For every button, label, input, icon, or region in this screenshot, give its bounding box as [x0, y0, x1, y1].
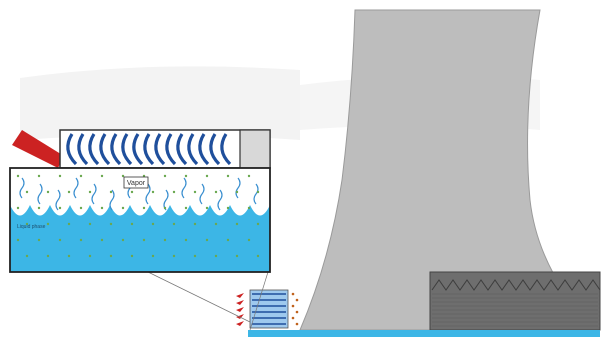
particle	[59, 239, 61, 241]
particle	[248, 239, 250, 241]
particle	[122, 207, 124, 209]
particle	[173, 191, 175, 193]
fan-housing-end	[240, 130, 270, 168]
spray-nozzle	[236, 321, 244, 326]
particle	[38, 207, 40, 209]
particle	[248, 207, 250, 209]
particle	[101, 175, 103, 177]
particle	[89, 223, 91, 225]
particle	[164, 239, 166, 241]
particle	[152, 255, 154, 257]
particle	[194, 191, 196, 193]
particle	[80, 207, 82, 209]
inlet-dot	[292, 293, 295, 296]
particle	[194, 255, 196, 257]
fill-pack	[430, 272, 600, 330]
particle	[215, 223, 217, 225]
particle	[173, 255, 175, 257]
particle	[89, 255, 91, 257]
inlet-section	[236, 290, 298, 328]
particle	[17, 239, 19, 241]
background-shadow	[20, 66, 300, 140]
basin-water	[248, 330, 600, 337]
particle	[68, 223, 70, 225]
spray-nozzle	[236, 293, 244, 298]
particle	[110, 191, 112, 193]
particle	[80, 175, 82, 177]
particle	[215, 255, 217, 257]
particle	[227, 175, 229, 177]
particle	[236, 223, 238, 225]
particle	[257, 191, 259, 193]
particle	[38, 239, 40, 241]
particle	[143, 239, 145, 241]
particle	[131, 223, 133, 225]
particle	[89, 191, 91, 193]
particle	[59, 207, 61, 209]
particle	[152, 223, 154, 225]
particle	[101, 239, 103, 241]
particle	[131, 255, 133, 257]
particle	[59, 175, 61, 177]
particle	[227, 207, 229, 209]
particle	[257, 223, 259, 225]
particle	[68, 255, 70, 257]
particle	[164, 175, 166, 177]
particle	[131, 191, 133, 193]
particle	[164, 207, 166, 209]
particle	[26, 191, 28, 193]
spray-nozzle	[236, 300, 244, 305]
particle	[185, 239, 187, 241]
inlet-dot	[292, 317, 295, 320]
particle	[80, 239, 82, 241]
particle	[26, 255, 28, 257]
particle	[185, 207, 187, 209]
inlet-dot	[296, 323, 299, 326]
liquid-label: Liquid phase	[17, 224, 46, 230]
particle	[185, 175, 187, 177]
particle	[215, 191, 217, 193]
particle	[47, 223, 49, 225]
particle	[122, 239, 124, 241]
particle	[248, 175, 250, 177]
particle	[17, 175, 19, 177]
particle	[47, 191, 49, 193]
particle	[143, 207, 145, 209]
particle	[110, 223, 112, 225]
particle	[38, 175, 40, 177]
particle	[257, 255, 259, 257]
particle	[206, 239, 208, 241]
particle	[17, 207, 19, 209]
spray-nozzle	[236, 307, 244, 312]
inlet-nozzles	[236, 293, 244, 326]
particle	[152, 191, 154, 193]
zoom-detail-box: Vapor Liquid phase	[10, 168, 270, 272]
particle	[68, 191, 70, 193]
inlet-dot	[296, 311, 299, 314]
particle	[47, 255, 49, 257]
particle	[110, 255, 112, 257]
leader-line-top	[148, 272, 250, 322]
inlet-dot	[296, 299, 299, 302]
particle	[236, 255, 238, 257]
inlet-dots	[292, 293, 299, 326]
vapor-label: Vapor	[127, 180, 146, 187]
particle	[173, 223, 175, 225]
inlet-dot	[292, 305, 295, 308]
particle	[236, 191, 238, 193]
particle	[194, 223, 196, 225]
particle	[227, 239, 229, 241]
particle	[101, 207, 103, 209]
particle	[206, 207, 208, 209]
particle	[206, 175, 208, 177]
